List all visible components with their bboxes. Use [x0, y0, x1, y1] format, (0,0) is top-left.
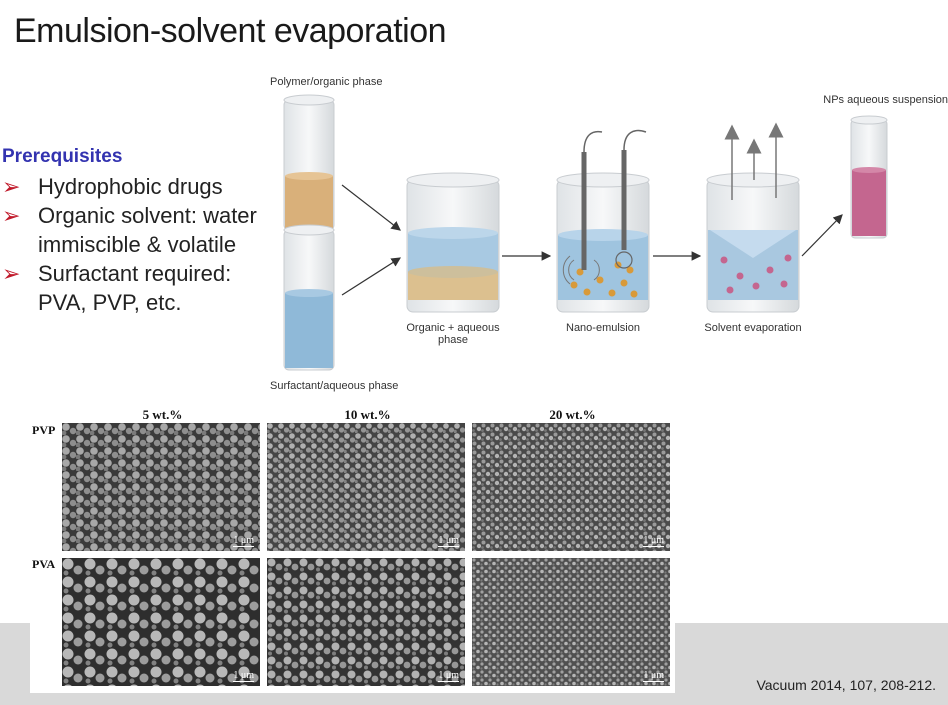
label-nps-suspension: NPs aqueous suspension	[823, 94, 948, 106]
citation: Vacuum 2014, 107, 208-212.	[756, 677, 936, 693]
scale-bar: 1 μm	[233, 670, 254, 682]
scale-bar: 1 μm	[438, 535, 459, 547]
arrow-bullet-icon: ➢	[2, 174, 21, 199]
scale-bar: 1 μm	[643, 670, 664, 682]
list-item-text: Hydrophobic drugs	[38, 174, 223, 199]
label-polymer-phase: Polymer/organic phase	[270, 76, 383, 88]
sem-panel-pvp-5: 1 μm	[62, 423, 260, 551]
row-label-pvp: PVP	[32, 423, 56, 437]
process-diagram: Polymer/organic phase Surfactant/aqueous…	[262, 76, 948, 400]
process-diagram-svg	[283, 94, 888, 371]
column-label-5wt: 5 wt.%	[142, 407, 183, 422]
column-label-10wt: 10 wt.%	[344, 407, 391, 422]
label-nano-emulsion: Nano-emulsion	[566, 322, 640, 334]
list-item: ➢ Hydrophobic drugs	[0, 172, 320, 201]
aqueous-surfactant-tube	[283, 224, 335, 371]
sem-panel-pvp-20: 1 μm	[472, 423, 670, 551]
sem-panel-pvp-10: 1 μm	[267, 423, 465, 551]
label-organic-aqueous-line2: phase	[438, 334, 468, 346]
arrow-bullet-icon: ➢	[2, 261, 21, 286]
sem-panel-pva-10: 1 μm	[267, 558, 465, 686]
label-organic-aqueous-line1: Organic + aqueous	[406, 322, 500, 334]
evaporation-beaker	[706, 122, 800, 313]
label-surfactant-phase: Surfactant/aqueous phase	[270, 380, 399, 392]
slide-title: Emulsion-solvent evaporation	[14, 12, 447, 50]
row-label-pva: PVA	[32, 557, 56, 571]
arrow-bullet-icon: ➢	[2, 203, 21, 228]
sem-image-grid: 5 wt.% 10 wt.% 20 wt.% PVP PVA 1 μm 1 μm	[30, 405, 675, 693]
label-solvent-evaporation: Solvent evaporation	[704, 322, 802, 334]
list-item-text: Surfactant required:	[38, 261, 232, 286]
scale-bar: 1 μm	[438, 670, 459, 682]
prerequisites-heading: Prerequisites	[2, 146, 123, 167]
list-item-text-cont: PVA, PVP, etc.	[38, 290, 182, 315]
prerequisites-list: ➢ Hydrophobic drugs ➢ Organic solvent: w…	[0, 172, 320, 317]
arrow-aqueous-to-beaker	[341, 257, 402, 296]
sem-panel-pva-5: 1 μm	[62, 558, 260, 686]
scale-bar: 1 μm	[233, 535, 254, 547]
organic-aqueous-beaker	[406, 172, 500, 313]
arrow-polymer-to-beaker	[341, 184, 401, 231]
label-organic-aqueous: Organic + aqueous phase	[388, 322, 518, 346]
column-label-20wt: 20 wt.%	[549, 407, 596, 422]
list-item: ➢ Surfactant required: PVA, PVP, etc.	[0, 259, 320, 317]
polymer-phase-tube	[283, 94, 335, 231]
list-item-text-cont: immiscible & volatile	[38, 232, 237, 257]
nps-suspension-tube	[850, 115, 888, 239]
sem-panel-pva-20: 1 μm	[472, 558, 670, 686]
list-item-text: Organic solvent: water	[38, 203, 257, 228]
nano-emulsion-beaker	[556, 129, 650, 313]
arrow-to-nps	[801, 214, 843, 257]
list-item: ➢ Organic solvent: water immiscible & vo…	[0, 201, 320, 259]
scale-bar: 1 μm	[643, 535, 664, 547]
prerequisites-section: Prerequisites ➢ Hydrophobic drugs ➢ Orga…	[0, 146, 320, 317]
